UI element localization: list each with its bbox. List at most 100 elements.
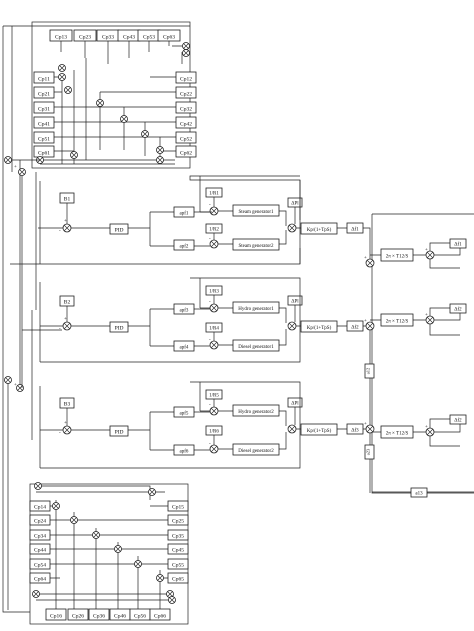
- summing-junction: [64, 86, 72, 94]
- cp-label: Cp44: [34, 548, 46, 554]
- minus-sign: -: [209, 300, 211, 305]
- apf-block: [173, 239, 195, 251]
- tie-line-subsystem: 2π × T12/S 2π × T12/S 2π × T12/S Δf1 Δf2…: [364, 213, 474, 498]
- top-row-cp-blocks: Cp13 Cp23 Cp33 Cp43 Cp53 Cp63: [49, 29, 181, 42]
- plus-sign: +: [425, 248, 428, 253]
- apf-label: apf3: [180, 309, 189, 314]
- cp-label: Cp43: [123, 35, 135, 41]
- governor-junction: [209, 406, 219, 416]
- power-junction: [287, 424, 297, 434]
- plus-sign: +: [64, 219, 67, 224]
- generator-label: Diesel generator1: [238, 345, 274, 350]
- generator-block: [232, 404, 280, 417]
- cp-block: [175, 131, 197, 144]
- cp-label: Cp36: [93, 614, 105, 620]
- cp-label: Cp53: [143, 35, 155, 41]
- summing-junction: [18, 168, 26, 176]
- tie-bus-junction: [365, 424, 375, 434]
- tie-input-label: Δf2: [454, 308, 462, 313]
- plus-sign: +: [14, 383, 17, 388]
- cp-label: Cp56: [134, 614, 146, 620]
- cp-label: Cp54: [34, 563, 46, 569]
- cp-label: Cp21: [38, 92, 50, 98]
- droop-label: 1/R3: [209, 290, 219, 295]
- area-3: B3 PID apf5 apf6 1/R5 1/R6 Hydro generat…: [39, 381, 370, 469]
- bottom-block-wiring: [32, 482, 176, 609]
- power-system-block: [300, 222, 338, 235]
- summing-junction: [34, 482, 42, 490]
- tie-input-label: Δf2: [454, 419, 462, 424]
- cp-label: Cp63: [163, 35, 175, 41]
- cp-block: [33, 71, 55, 84]
- cp-block: [175, 86, 197, 99]
- plus-sign: +: [64, 421, 67, 426]
- left-bus: [2, 25, 190, 613]
- pid-label: PID: [115, 326, 124, 332]
- cp-block: [33, 116, 55, 129]
- pid-block: [109, 425, 129, 437]
- summing-junction: [4, 376, 12, 384]
- power-junction: [287, 321, 297, 331]
- minus-sign: -: [59, 327, 61, 332]
- power-system-label: Kp/(1+TpS): [307, 429, 332, 434]
- apf-label: apf5: [180, 412, 189, 417]
- a12-block: [364, 363, 375, 379]
- cp-label: Cp23: [79, 35, 91, 41]
- summing-junction: [58, 73, 66, 81]
- power-junction: [287, 223, 297, 233]
- cp-label: Cp34: [34, 534, 46, 540]
- cp-block: [175, 101, 197, 114]
- cp-label: Cp64: [34, 577, 46, 583]
- tie-line-label: 2π × T12/S: [386, 320, 409, 325]
- cp-label: Cp61: [38, 151, 50, 157]
- generator-label: Hydro generator2: [238, 410, 274, 415]
- summing-junction: [92, 531, 100, 539]
- a13-block: [410, 487, 428, 498]
- plus-sign: +: [364, 256, 367, 261]
- generator-label: Hydro generator1: [238, 307, 274, 312]
- droop-label: 1/R2: [209, 228, 219, 233]
- pid-block: [109, 223, 129, 235]
- cp-label: Cp33: [102, 35, 114, 41]
- cp-block: [88, 608, 110, 621]
- a12-label: a12: [366, 368, 371, 375]
- load-label: ΔPl: [291, 402, 299, 407]
- governor-junction: [209, 340, 219, 350]
- summing-junction: [70, 516, 78, 524]
- cp-label: Cp16: [50, 614, 62, 620]
- tie-bus-junction: [365, 258, 375, 268]
- cp-label: Cp65: [172, 577, 184, 583]
- minus-sign: -: [209, 403, 211, 408]
- minus-sign: -: [59, 431, 61, 436]
- bias-label: B3: [64, 402, 71, 408]
- pid-label: PID: [115, 430, 124, 436]
- a23-block: [364, 444, 375, 460]
- power-system-label: Kp/(1+TpS): [307, 326, 332, 331]
- plus-sign: +: [64, 317, 67, 322]
- summing-junction: [4, 156, 12, 164]
- summing-junction: [114, 545, 122, 553]
- top-cp-frame: [31, 21, 191, 169]
- generator-label: Steam generator2: [238, 244, 274, 249]
- bottom-right-cp-blocks: Cp15 Cp25 Cp35 Cp45 Cp55 Cp65: [167, 500, 189, 584]
- power-system-block: [300, 423, 338, 436]
- top-right-cp-blocks: Cp12 Cp22 Cp32 Cp42 Cp52 Cp62: [175, 71, 197, 158]
- plus-sign: +: [425, 425, 428, 430]
- cp-label: Cp66: [154, 614, 166, 620]
- bias-label: B1: [64, 197, 71, 203]
- summing-junction: [156, 574, 164, 582]
- generator-block: [232, 339, 280, 352]
- pid-label: PID: [115, 228, 124, 234]
- cp-block: [175, 71, 197, 84]
- summing-junction: [156, 146, 164, 154]
- generator-block: [232, 204, 280, 217]
- cp-label: Cp51: [38, 137, 50, 143]
- a13-label: a13: [415, 492, 423, 497]
- area-error-junction: [62, 223, 72, 233]
- tie-input-label: Δf1: [454, 243, 462, 248]
- cp-block: [67, 608, 89, 621]
- cp-label: Cp14: [34, 505, 46, 511]
- cp-label: Cp26: [72, 614, 84, 620]
- cp-label: Cp55: [172, 563, 184, 569]
- minus-sign: -: [209, 237, 211, 242]
